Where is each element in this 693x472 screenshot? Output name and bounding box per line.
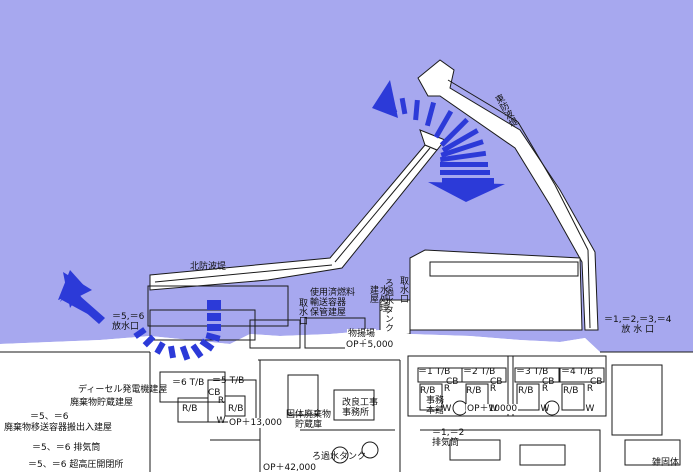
unit-2-rw: R W	[488, 384, 498, 414]
site-buildings	[0, 309, 693, 472]
unit-2-rb: R/B	[466, 386, 482, 396]
north-breakwater	[147, 129, 446, 327]
unit-1-cb: CB	[446, 377, 459, 387]
unit-1-rb: R/B	[420, 386, 436, 396]
unit-1-tb: ＝1 T/B	[418, 367, 451, 377]
water-treatment-label: 水処理 建屋	[368, 285, 388, 312]
unit-3-rw: R W	[540, 384, 550, 414]
filtered-water-tank-label: ろ過水タンク	[312, 452, 367, 462]
hv-switchyard-label: ＝5、＝6 超高圧開閉所	[28, 460, 124, 470]
op-42000-label: OP＋42,000	[262, 463, 318, 472]
unit-4-tb: ＝4 T/B	[561, 367, 594, 377]
diesel-building-label: ディーセル発電機建屋	[78, 385, 168, 395]
unit-5-rb: R/B	[228, 404, 244, 414]
unit-2-tb: ＝2 T/B	[463, 367, 496, 377]
unit-5-tb: ＝5 T/B	[212, 376, 245, 386]
spent-fuel-storage-label: 使用済燃料 輸送容器 保管建屋	[310, 288, 356, 318]
unit-3-rb: R/B	[518, 386, 534, 396]
storage-yard-op: OP＋5,000	[345, 340, 395, 350]
unit-3-cb: CB	[542, 377, 555, 387]
waste-storage-label: 廃棄物貯蔵建屋	[70, 398, 134, 408]
filtered-water-tank-label-top: ろ過水タンク	[383, 278, 393, 332]
storage-yard-label: 物揚場	[347, 329, 377, 339]
unit-5-rw: R W	[216, 396, 226, 426]
op-10000-label: OP＋10000	[466, 404, 519, 414]
intake-label-a: 取水口	[297, 298, 307, 325]
outfall-56-label: ＝5,＝6 放水口	[112, 312, 145, 332]
unit-6-tb: ＝6 T/B	[172, 378, 205, 388]
solid-waste-storage-label: 固体廃棄物 貯蔵庫	[286, 410, 332, 430]
waste-transport-building-label: 廃棄物移送容器搬出入建屋	[4, 423, 113, 433]
unit-4-rw: R W	[585, 384, 595, 414]
unit-2-cb: CB	[490, 377, 503, 387]
east-breakwater	[417, 59, 599, 331]
harbour-mouth-arrow	[387, 97, 494, 184]
outfall-1234-label: ＝1,＝2,＝3,＝4 放 水 口	[604, 315, 672, 335]
unit-3-tb: ＝3 T/B	[516, 367, 549, 377]
stack-56-label: ＝5、＝6 排気筒	[32, 443, 101, 453]
misc-solid-label: 雑固体	[652, 458, 680, 468]
unit-4-cb: CB	[590, 377, 603, 387]
outfall-56-arrow	[133, 300, 221, 361]
land-area	[0, 330, 693, 472]
harbour-up-arrowhead	[372, 80, 398, 118]
unit-5-cb: CB	[208, 388, 221, 398]
unit-1-rw: R W	[442, 384, 452, 414]
renovation-office-label: 改良工事 事務所	[342, 398, 379, 418]
harbour-quay	[379, 249, 583, 335]
north-breakwater-label: 北防波堤	[190, 262, 227, 272]
unit-6-rb: R/B	[182, 404, 198, 414]
harbour-down-arrowhead	[428, 182, 505, 202]
stack-12-label: ＝1,＝2 排気筒	[432, 428, 465, 448]
flow-arrows	[58, 80, 505, 361]
unit-4-rb: R/B	[563, 386, 579, 396]
office-building-label: 事務 本館	[426, 396, 445, 416]
intake-label-b: 取水口	[398, 276, 408, 303]
unit56-label: ＝5、＝6	[30, 412, 69, 422]
op-13000-label: OP＋13,000	[228, 418, 284, 428]
